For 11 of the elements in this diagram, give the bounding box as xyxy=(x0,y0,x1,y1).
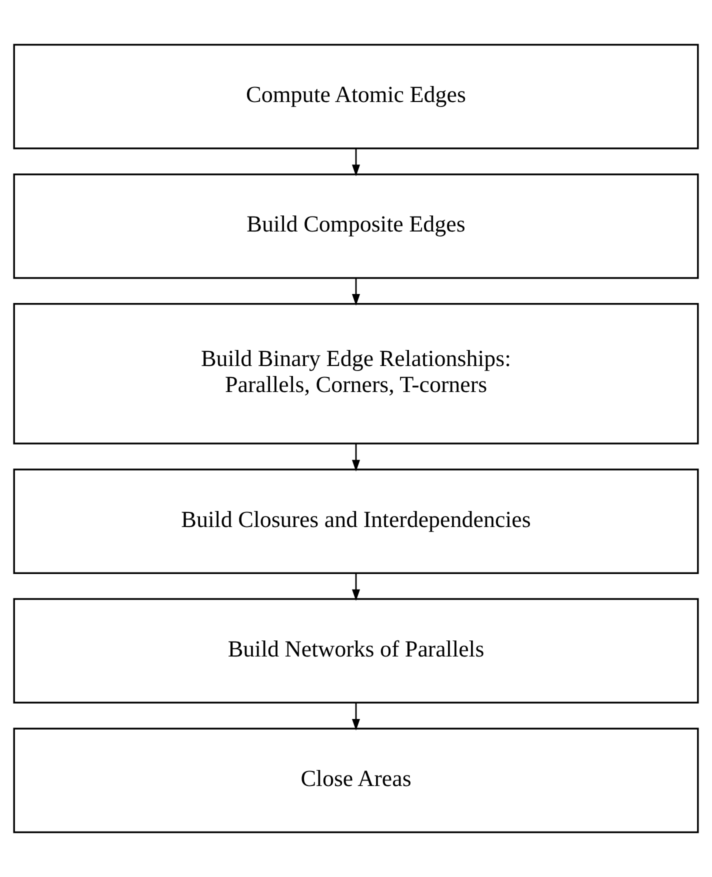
node-box: Close Areas xyxy=(13,728,699,834)
arrow xyxy=(352,444,360,472)
node-box: Build Binary Edge Relationships: Parallels, Corners, T-corners xyxy=(13,303,699,444)
node-box: Build Closures and Interdependencies xyxy=(13,468,699,574)
node-box: Build Networks of Parallels xyxy=(13,598,699,704)
node-box: Compute Atomic Edges xyxy=(13,44,699,150)
arrow xyxy=(352,278,360,306)
node-box: Build Composite Edges xyxy=(13,173,699,279)
arrow xyxy=(352,148,360,176)
arrow xyxy=(352,702,360,730)
arrow xyxy=(352,573,360,601)
